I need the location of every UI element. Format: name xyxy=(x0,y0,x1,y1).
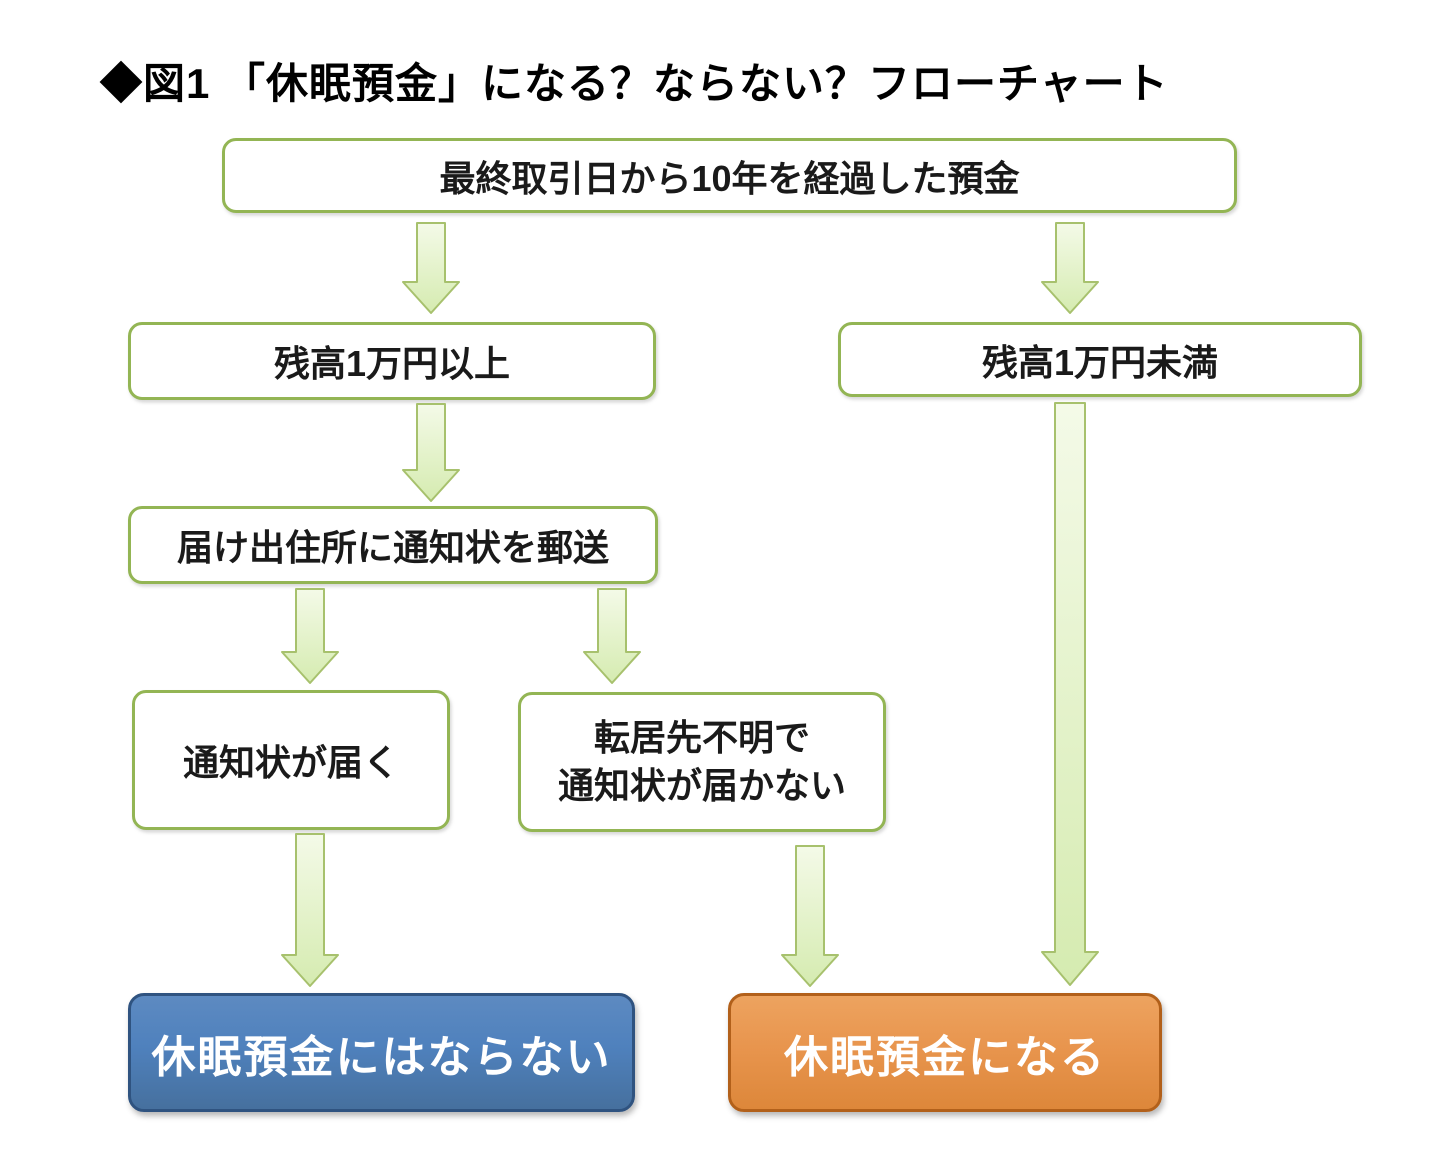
down-arrow-under-to-dormant xyxy=(1041,402,1099,986)
down-arrow-received-to-not-dormant xyxy=(281,833,339,987)
node-outcome-not-dormant: 休眠預金にはならない xyxy=(128,993,635,1112)
node-notice-not-received: 転居先不明で 通知状が届かない xyxy=(518,692,886,832)
node-balance-10k-or-more: 残高1万円以上 xyxy=(128,322,656,400)
node-start-deposit-10years: 最終取引日から10年を経過した預金 xyxy=(222,138,1237,213)
node-notice-not-received-line1: 転居先不明で xyxy=(593,717,810,759)
node-notice-not-received-line2: 通知状が届かない xyxy=(557,765,846,806)
node-outcome-dormant: 休眠預金になる xyxy=(728,993,1162,1112)
node-balance-under-10k: 残高1万円未満 xyxy=(838,322,1362,397)
figure-title: ◆図1 「休眠預金」になる？ならない？フローチャート xyxy=(100,60,1169,107)
down-arrow-start-to-over xyxy=(402,222,460,314)
down-arrow-over-to-mail xyxy=(402,403,460,502)
node-mail-notice: 届け出住所に通知状を郵送 xyxy=(128,506,658,584)
down-arrow-mail-to-received xyxy=(281,588,339,684)
down-arrow-not-received-to-dormant xyxy=(781,845,839,987)
down-arrow-mail-to-not-received xyxy=(583,588,641,684)
down-arrow-start-to-under xyxy=(1041,222,1099,314)
node-notice-received: 通知状が届く xyxy=(132,690,450,830)
